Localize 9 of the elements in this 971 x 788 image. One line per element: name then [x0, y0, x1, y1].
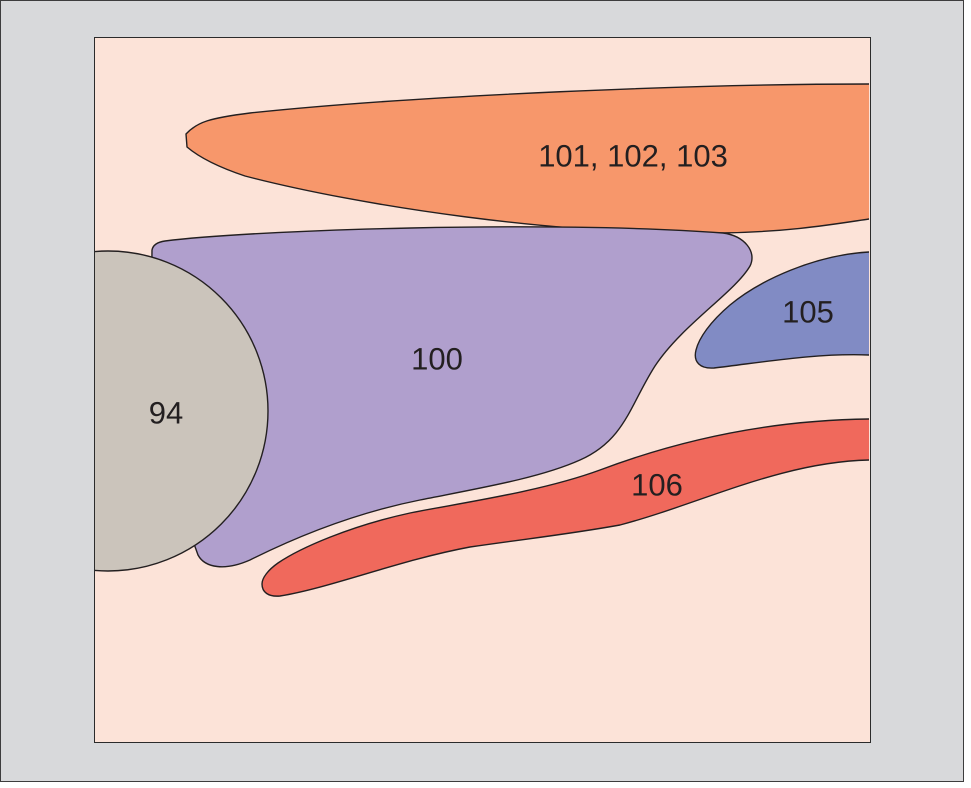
region-number: 94 — [148, 398, 184, 428]
region — [184, 82, 869, 235]
region — [260, 417, 869, 598]
circle-region — [95, 249, 270, 573]
region-number: 105 — [782, 296, 834, 328]
region-number: 100 — [411, 344, 463, 374]
region — [693, 250, 869, 370]
region-number: 101, 102, 103 — [538, 140, 728, 172]
region-number: 106 — [631, 470, 683, 500]
